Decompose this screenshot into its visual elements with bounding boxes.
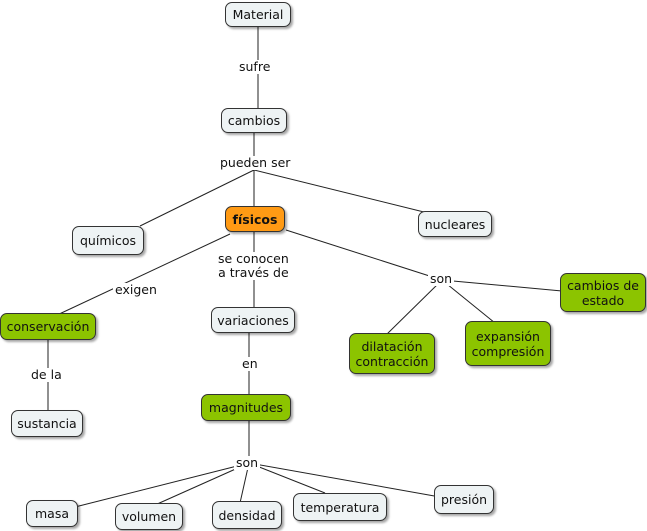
link-exigen: exigen xyxy=(113,282,159,297)
concept-volumen[interactable]: volumen xyxy=(115,503,183,530)
concept-conservacion[interactable]: conservación xyxy=(0,313,96,340)
concept-fisicos[interactable]: físicos xyxy=(225,206,285,232)
concept-dilatacion-contraccion[interactable]: dilatación contracción xyxy=(349,333,435,374)
concept-variaciones[interactable]: variaciones xyxy=(211,307,295,333)
concept-densidad[interactable]: densidad xyxy=(212,501,282,529)
concept-cambios[interactable]: cambios xyxy=(221,108,287,133)
link-son-magnitudes: son xyxy=(234,455,261,470)
link-se-conocen: se conocen a través de xyxy=(216,251,291,280)
link-en: en xyxy=(240,356,260,371)
concept-material[interactable]: Material xyxy=(225,2,291,27)
concept-expansion-compresion[interactable]: expansión compresión xyxy=(465,321,551,366)
concept-nucleares[interactable]: nucleares xyxy=(418,211,492,237)
link-sufre: sufre xyxy=(237,59,273,74)
link-son-fisicos: son xyxy=(428,271,455,286)
link-de-la: de la xyxy=(29,367,64,382)
concept-masa[interactable]: masa xyxy=(26,500,78,527)
concept-temperatura[interactable]: temperatura xyxy=(293,493,387,521)
concept-presion[interactable]: presión xyxy=(434,485,494,514)
link-pueden-ser: pueden ser xyxy=(218,155,293,170)
concept-sustancia[interactable]: sustancia xyxy=(11,410,83,437)
concept-quimicos[interactable]: químicos xyxy=(72,226,144,255)
concept-magnitudes[interactable]: magnitudes xyxy=(201,394,291,421)
concept-cambios-de-estado[interactable]: cambios de estado xyxy=(560,273,646,312)
